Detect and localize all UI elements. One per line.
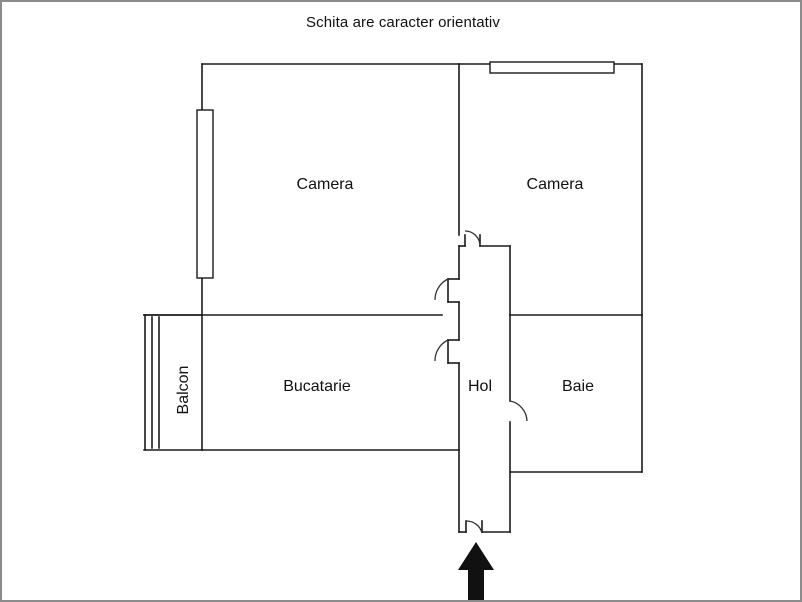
- page-title: Schita are caracter orientativ: [306, 14, 500, 31]
- windows-group: [196, 61, 615, 279]
- room-label-balcon: Balcon: [175, 366, 192, 415]
- door-camera-right-to-hol-arc: [464, 230, 481, 247]
- room-labels-group: Camera Camera Bucatarie Hol Baie Balcon: [175, 176, 594, 414]
- door-camera-left-to-hol-arc: [434, 278, 449, 301]
- room-label-camera-left: Camera: [297, 176, 354, 193]
- doors-group: [434, 230, 528, 534]
- room-label-camera-right: Camera: [527, 176, 584, 193]
- room-label-bucatarie: Bucatarie: [283, 378, 351, 395]
- door-hol-to-baie-arc: [509, 400, 528, 422]
- door-bucatarie-to-hol-arc: [434, 339, 449, 362]
- door-entrance-arc: [465, 520, 483, 534]
- window-top-right-icon: [489, 61, 615, 74]
- walls-group: [143, 63, 643, 533]
- room-label-hol: Hol: [468, 378, 492, 395]
- entrance-arrow: [458, 542, 494, 600]
- room-label-baie: Baie: [562, 378, 594, 395]
- window-left-icon: [196, 109, 214, 279]
- entrance-arrow-shape: [458, 542, 494, 600]
